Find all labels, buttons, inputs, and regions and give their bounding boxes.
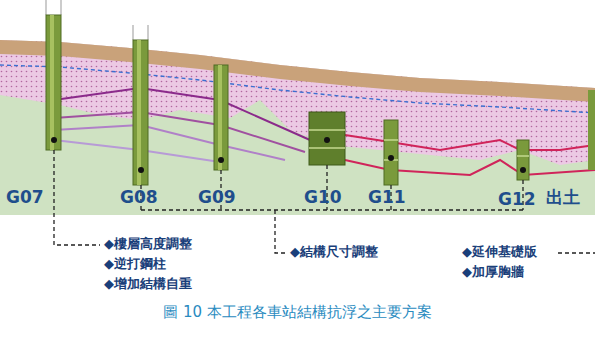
station-columns [46, 0, 595, 185]
water-table [0, 65, 595, 113]
station-label: G07 [6, 188, 44, 208]
measure-item: ◆結構尺寸調整 [288, 245, 380, 260]
measure-item: ◆樓層高度調整 [102, 237, 194, 252]
station-label: G10 [304, 188, 342, 208]
measure-item: ◆加厚胸牆 [460, 265, 526, 280]
station-label: G11 [368, 188, 406, 208]
brackets [54, 150, 595, 253]
exit-label: 出土 [546, 188, 580, 208]
tan-layer [0, 40, 595, 102]
figure-caption: 圖 10 本工程各車站結構抗浮之主要方案 [163, 304, 432, 321]
station-label: G09 [198, 188, 236, 208]
measure-item: ◆增加結構自重 [102, 277, 194, 292]
measure-item: ◆逆打鋼柱 [102, 257, 168, 272]
column-dots [51, 137, 526, 173]
station-label: G12 [498, 190, 536, 210]
measure-item: ◆延伸基礎版 [460, 245, 539, 260]
station-label: G08 [120, 188, 158, 208]
green-layer [0, 40, 595, 215]
pink-layer [0, 40, 595, 165]
